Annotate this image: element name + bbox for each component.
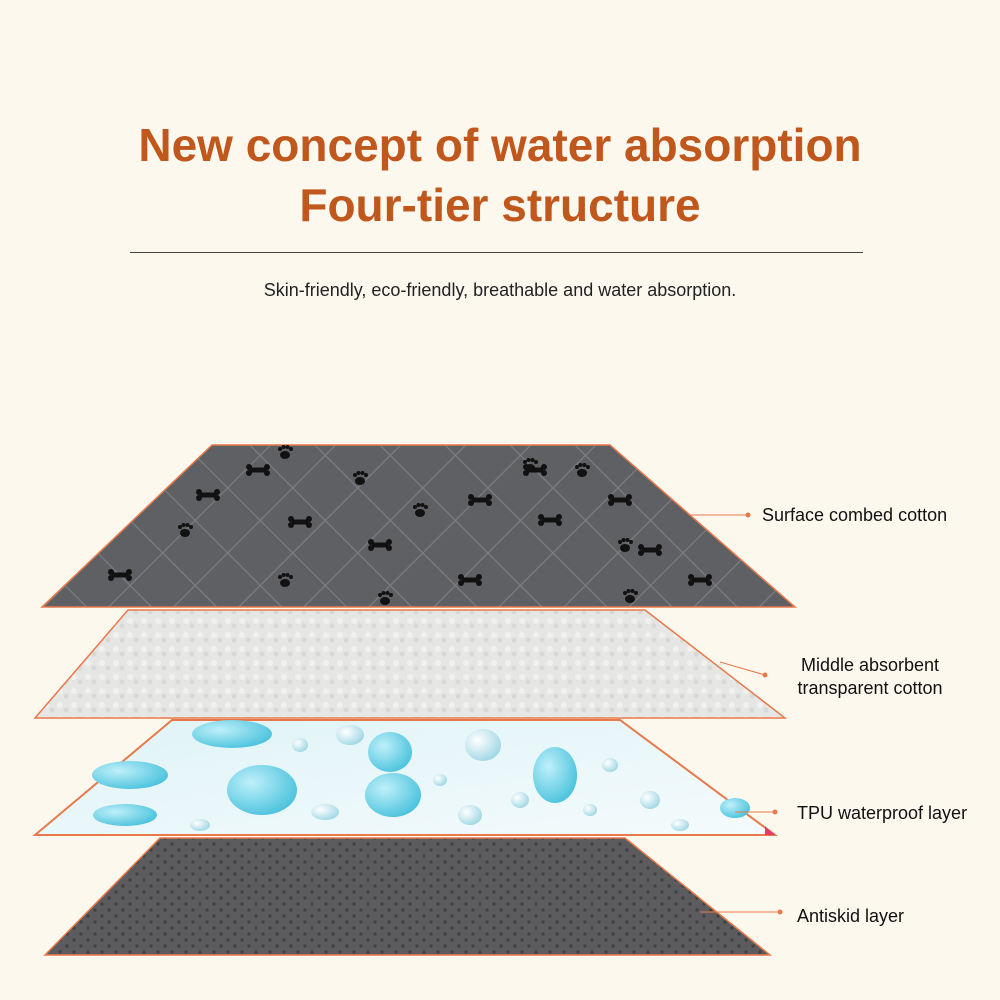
- paw-icon: [178, 523, 193, 537]
- title-line-1: New concept of water absorption: [138, 119, 862, 171]
- water-drop: [465, 729, 501, 761]
- water-drop: [602, 758, 618, 772]
- bone-icon: [196, 489, 220, 501]
- antiskid-layer: [43, 837, 773, 956]
- middle-absorbent-layer: [33, 609, 788, 719]
- paw-icon: [353, 471, 368, 485]
- label-middle-line2: transparent cotton: [797, 678, 943, 698]
- paw-icon: [278, 445, 293, 459]
- paw-icon: [413, 503, 428, 517]
- bone-icon: [108, 569, 132, 581]
- label-middle-absorbent: Middle absorbent transparent cotton: [770, 654, 970, 700]
- water-drop: [433, 774, 447, 786]
- bone-icon: [638, 544, 662, 556]
- bone-icon: [246, 464, 270, 476]
- leader-lines: [690, 512, 783, 915]
- bone-icon: [458, 574, 482, 586]
- water-drop: [458, 805, 482, 825]
- water-drop: [311, 804, 339, 820]
- paw-icon: [378, 591, 393, 605]
- water-drop: [533, 747, 577, 803]
- water-drop: [365, 773, 421, 817]
- label-tpu-waterproof: TPU waterproof layer: [797, 803, 968, 823]
- paw-icon: [575, 463, 590, 477]
- bone-icon: [288, 516, 312, 528]
- bone-icon: [468, 494, 492, 506]
- paw-icon: [618, 538, 633, 552]
- water-drop: [292, 738, 308, 752]
- surface-cotton-layer: [40, 444, 797, 608]
- bone-icon: [688, 574, 712, 586]
- water-drop: [640, 791, 660, 809]
- water-drop: [671, 819, 689, 831]
- label-antiskid: Antiskid layer: [797, 906, 905, 926]
- bone-icon: [538, 514, 562, 526]
- tpu-waterproof-layer: [32, 719, 779, 836]
- paw-icon: [278, 573, 293, 587]
- water-drop: [93, 804, 157, 826]
- water-drop: [336, 725, 364, 745]
- water-drop: [511, 792, 529, 808]
- paw-icon: [523, 458, 538, 472]
- label-surface-combed-cotton: Surface combed cotton: [762, 505, 948, 525]
- water-drop: [92, 761, 168, 789]
- bone-icon: [608, 494, 632, 506]
- water-drop: [368, 732, 412, 772]
- title-line-2: Four-tier structure: [299, 179, 701, 231]
- paw-icon: [623, 589, 638, 603]
- label-middle-line1: Middle absorbent: [800, 655, 940, 675]
- water-drop: [227, 765, 297, 815]
- water-drop: [190, 819, 210, 831]
- divider: [130, 252, 863, 253]
- water-drop: [192, 720, 272, 748]
- water-drop: [720, 798, 750, 818]
- bone-icon: [368, 539, 392, 551]
- water-drop: [583, 804, 597, 816]
- subtitle: Skin-friendly, eco-friendly, breathable …: [263, 280, 737, 300]
